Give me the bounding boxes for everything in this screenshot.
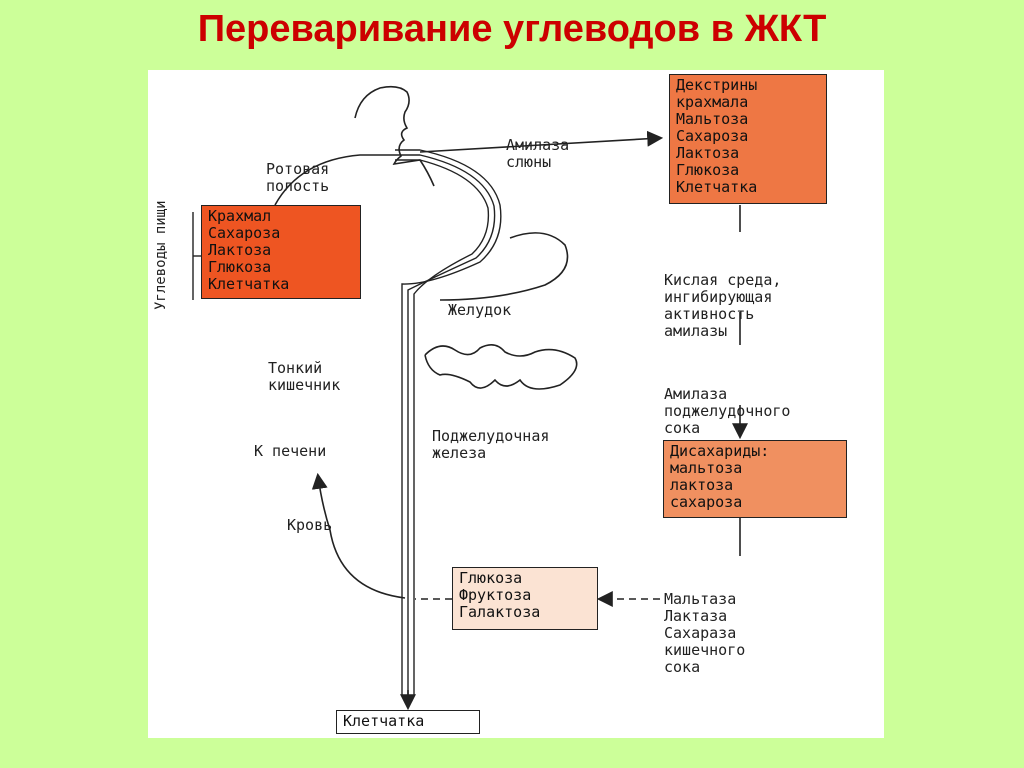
saliva-arrow [419,130,664,153]
pancreas-outline [424,344,578,390]
esophagus [395,149,502,695]
stomach-outline [439,232,569,301]
fiber-box: Клетчатка [336,710,480,734]
liver-label: К печени [254,442,327,460]
food-carbs-label: Углеводы пищи [153,200,169,310]
page-title: Переваривание углеводов в ЖКТ [197,8,827,50]
stomach-label: Желудок [448,301,512,319]
blood-label: Кровь [287,516,333,534]
food-arc [274,154,395,206]
head-outline [354,85,435,187]
blood-arrow [311,472,406,599]
